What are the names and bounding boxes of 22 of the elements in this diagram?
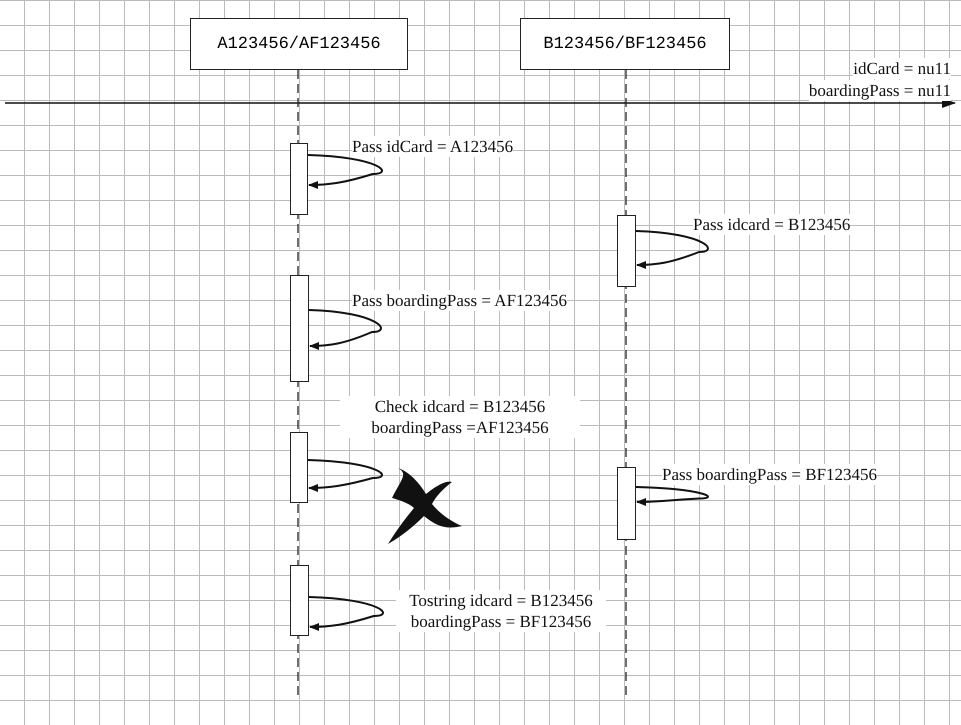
self-message-arrow <box>308 459 383 492</box>
activation-bar <box>617 215 636 287</box>
activation-bar <box>290 275 309 382</box>
state-note: idCard = nu11 <box>853 58 951 79</box>
activation-bar <box>617 467 636 540</box>
participant-box: B123456/BF123456 <box>520 18 730 70</box>
message-label: Pass boardingPass = BF123456 <box>662 464 878 485</box>
activation-bar <box>290 432 308 503</box>
activation-bar <box>290 565 309 636</box>
message-label: Tostring idcard = B123456 boardingPass = BF123456 <box>396 590 606 632</box>
participant-box: A123456/AF123456 <box>190 18 408 70</box>
activation-bar <box>290 143 308 215</box>
self-message-arrow <box>308 154 383 189</box>
message-label: Pass idcard = B123456 <box>693 214 850 235</box>
message-label: Pass boardingPass = AF123456 <box>352 290 568 311</box>
self-message-arrow <box>308 309 382 350</box>
self-message-arrow <box>308 596 384 631</box>
self-message-arrow <box>636 230 709 269</box>
self-message-arrow <box>636 486 708 506</box>
message-label: Pass idCard = A123456 <box>352 136 514 157</box>
message-label: Check idcard = B123456 boardingPass =AF123456 <box>340 396 580 438</box>
state-note: boardingPass = nu11 <box>808 80 951 101</box>
